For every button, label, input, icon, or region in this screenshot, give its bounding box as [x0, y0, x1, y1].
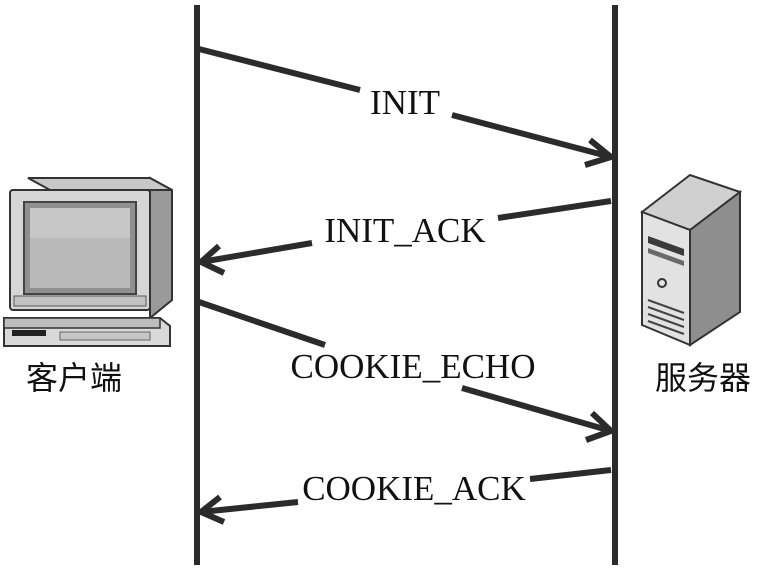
message-cookie-ack-arrow	[195, 467, 612, 525]
client-computer-icon	[3, 176, 173, 347]
message-init-ack-label: INIT_ACK	[324, 211, 485, 250]
message-init-ack-arrow	[195, 198, 612, 276]
message-cookie-ack-label: COOKIE_ACK	[302, 469, 526, 508]
message-init-arrow	[198, 46, 618, 168]
message-cookie-echo-arrow	[198, 299, 617, 443]
message-cookie-echo-label: COOKIE_ECHO	[291, 347, 536, 386]
message-init-label: INIT	[370, 83, 440, 122]
server-tower-icon	[639, 173, 743, 347]
client-label: 客户端	[26, 359, 122, 397]
server-label: 服务器	[655, 359, 751, 397]
